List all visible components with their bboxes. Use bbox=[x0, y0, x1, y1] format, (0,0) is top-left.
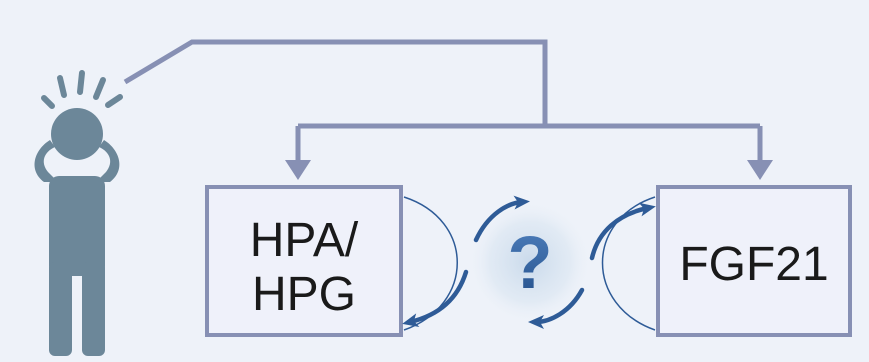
arrowhead-right-box bbox=[747, 160, 773, 180]
question-mark-icon: ? bbox=[507, 221, 552, 304]
arrow-to-hpa-box bbox=[402, 269, 469, 327]
stress-connector bbox=[123, 39, 548, 126]
stressed-person-icon bbox=[34, 70, 123, 356]
connector-lines bbox=[123, 39, 763, 166]
feedback-cycle-arrows bbox=[402, 195, 656, 329]
left-thin-arc bbox=[403, 196, 458, 331]
arrow-to-fgf21-box bbox=[589, 202, 656, 261]
hpa-hpg-box: HPA/ HPG bbox=[205, 185, 403, 337]
hpa-hpg-label-line2: HPG bbox=[252, 268, 356, 321]
hpa-hpg-label-line1: HPA/ bbox=[250, 214, 359, 267]
cycle-arrow-top-right bbox=[473, 195, 530, 243]
arrowhead-left-box bbox=[285, 160, 311, 180]
stress-lines bbox=[41, 70, 123, 109]
question-glow bbox=[468, 200, 592, 324]
cycle-arrow-bottom-left bbox=[528, 287, 585, 329]
right-thin-arc bbox=[601, 196, 656, 331]
fgf21-label: FGF21 bbox=[679, 238, 828, 291]
fgf21-box: FGF21 bbox=[656, 185, 852, 337]
